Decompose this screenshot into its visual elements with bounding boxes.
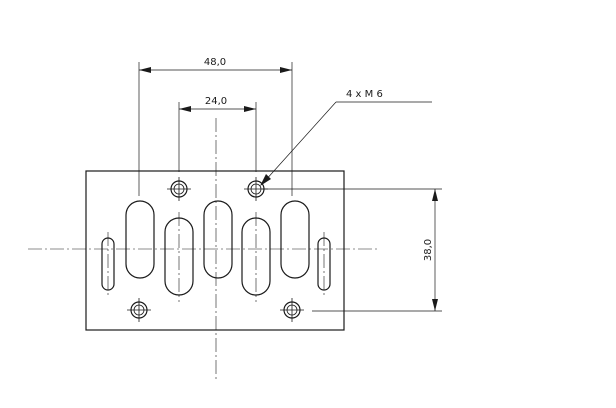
thread-callout-label: 4 x M 6 [346, 89, 383, 100]
slot-3 [203, 200, 233, 279]
thread-callout: 4 x M 6 [260, 89, 432, 186]
slot-1 [125, 200, 155, 279]
dimension-label-48: 48,0 [204, 57, 226, 68]
dimension-label-38: 38,0 [423, 239, 434, 261]
plate-outline [85, 170, 345, 331]
slot-5 [280, 200, 310, 279]
hole-top-left [167, 177, 191, 201]
hole-bottom-right [280, 298, 304, 322]
dimension-48: 48,0 [138, 57, 293, 196]
slot-group [101, 200, 331, 302]
dimension-38: 38,0 [262, 188, 442, 312]
thread-holes [127, 177, 304, 322]
dimension-label-24: 24,0 [205, 96, 227, 107]
dimension-24: 24,0 [178, 96, 257, 172]
hole-bottom-left [127, 298, 151, 322]
